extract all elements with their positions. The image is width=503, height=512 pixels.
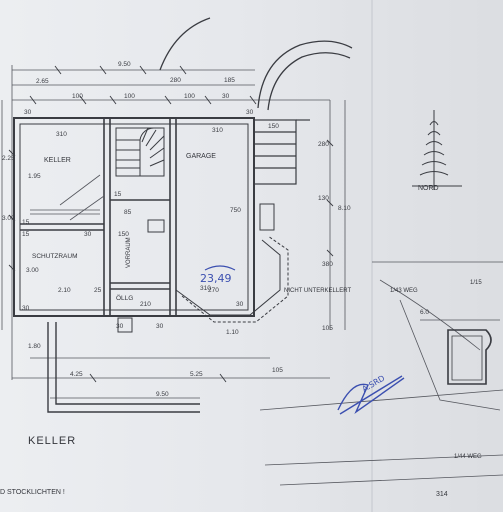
label-parcel: 1/15 xyxy=(470,280,482,286)
dim-right-0: 280 xyxy=(318,141,329,148)
dim-left-5: 30 xyxy=(22,305,30,312)
dim-left-2: 3.00 xyxy=(26,267,39,274)
dim-misc: 210 270 310 25 15 85 150 6.0 30 xyxy=(84,191,429,316)
label-unterkellert: NICHT UNTERKELLERT xyxy=(284,288,351,294)
room-keller: KELLER xyxy=(44,157,71,164)
keller-steps xyxy=(30,174,105,221)
dim-top-inner: 310 310 30 30 150 xyxy=(24,109,279,138)
dim-misc-4: 15 xyxy=(114,191,122,198)
dim-right: 280 130 8.10 750 380 105 30 xyxy=(230,141,351,332)
dim-top-5: 185 xyxy=(224,77,235,84)
dim-bottom-0: 4.25 xyxy=(70,371,83,378)
dim-inner-0: 310 xyxy=(56,131,67,138)
dim-inner-1: 310 xyxy=(212,127,223,134)
label-weg-bottom: 1/44 WEG xyxy=(454,454,482,460)
dim-left-1: 15 xyxy=(22,219,30,226)
signature-stroke xyxy=(337,375,405,415)
label-weg-top: 1/43 WEG xyxy=(390,288,418,294)
dim-top-1: 100 xyxy=(72,93,83,100)
dim-left-3: 3.00 xyxy=(2,215,15,222)
paper-shadow xyxy=(330,0,503,512)
room-garage: GARAGE xyxy=(186,153,216,160)
dim-left-6: 1.80 xyxy=(28,343,41,350)
dim-right-5: 105 xyxy=(322,325,333,332)
dim-inner-2: 30 xyxy=(24,109,32,116)
dim-bottom-6: 2.10 xyxy=(58,287,71,294)
footer-note: D STOCKLICHTEN ! xyxy=(0,489,65,496)
dim-left: 1.95 15 3.00 3.00 15 30 1.80 2.25 xyxy=(2,155,41,350)
dim-bottom-7: 1.10 xyxy=(226,329,239,336)
dim-misc-6: 150 xyxy=(118,231,129,238)
dim-misc-8: 30 xyxy=(84,231,92,238)
foundation-strip xyxy=(47,322,200,413)
north-arrow xyxy=(412,110,462,190)
interior-walls xyxy=(20,118,177,316)
dim-top-4: 280 xyxy=(170,77,181,84)
dim-bottom-3: 9.50 xyxy=(156,391,169,398)
dim-misc-2: 310 xyxy=(200,285,211,292)
dim-right-6: 30 xyxy=(236,301,244,308)
site-plan xyxy=(259,261,503,486)
room-oel: ÖLLG xyxy=(116,294,133,302)
dim-misc-1: 270 xyxy=(208,287,219,294)
dim-bottom: 4.25 5.25 105 9.50 30 30 2.10 1.10 xyxy=(58,287,283,398)
dim-top-3: 100 xyxy=(124,93,135,100)
dim-top-7: 30 xyxy=(222,93,230,100)
room-vorraum: VORRAUM xyxy=(126,237,132,268)
dim-right-2: 8.10 xyxy=(338,205,351,212)
dim-left-4: 15 xyxy=(22,231,30,238)
bottom-number: 314 xyxy=(436,491,448,498)
dim-misc-5: 85 xyxy=(124,209,132,216)
room-schutzraum: SCHUTZRAUM xyxy=(32,253,78,260)
small-room-details xyxy=(117,203,289,333)
dim-bottom-1: 5.25 xyxy=(190,371,203,378)
curved-wall xyxy=(159,17,353,111)
site-house xyxy=(447,329,492,385)
dim-top-0: 2.65 xyxy=(36,78,49,85)
dim-left-0: 1.95 xyxy=(28,173,41,180)
dim-left-7: 2.25 xyxy=(2,155,15,162)
exterior-stair xyxy=(253,119,310,185)
dim-misc-3: 25 xyxy=(94,287,102,294)
dim-misc-0: 210 xyxy=(140,301,151,308)
area-underline xyxy=(204,265,236,271)
staircase xyxy=(115,127,165,177)
dim-bottom-4: 30 xyxy=(116,323,124,330)
outer-walls xyxy=(13,117,255,317)
dim-top-6: 100 xyxy=(184,93,195,100)
dim-right-1: 130 xyxy=(318,195,329,202)
floor-title: KELLER xyxy=(28,435,76,447)
dimension-lines xyxy=(1,65,346,399)
label-nord: NORD xyxy=(418,185,439,192)
dim-bottom-2: 105 xyxy=(272,367,283,374)
dim-right-4: 380 xyxy=(322,261,333,268)
dim-top-2: 9.50 xyxy=(118,61,131,68)
dim-inner-3: 30 xyxy=(246,109,254,116)
dim-top: 2.65 100 9.50 100 280 185 100 30 xyxy=(36,61,235,100)
handwritten-area: 23,49 xyxy=(200,272,232,285)
dim-inner-4: 150 xyxy=(268,123,279,130)
dim-bottom-5: 30 xyxy=(156,323,164,330)
dim-misc-7: 6.0 xyxy=(420,309,429,316)
dim-right-3: 750 xyxy=(230,207,241,214)
